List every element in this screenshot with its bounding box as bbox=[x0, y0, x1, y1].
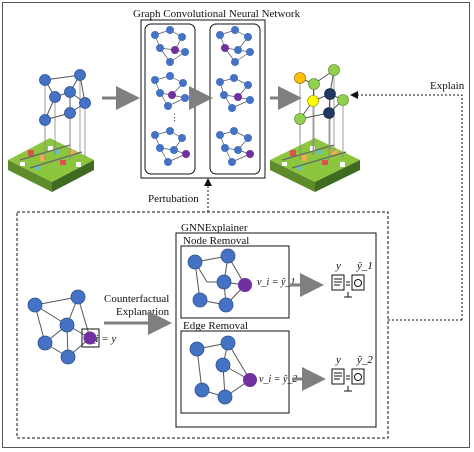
input-graph-bottom bbox=[27, 289, 100, 365]
figure-frame bbox=[2, 2, 470, 448]
compare-icon-2 bbox=[331, 368, 365, 392]
layer2-graph-2 bbox=[216, 74, 254, 112]
edge-removal-box bbox=[180, 330, 290, 414]
explainer-region bbox=[16, 211, 389, 439]
explain-label: Explain bbox=[430, 80, 465, 92]
node-removal-title: Node Removal bbox=[183, 235, 250, 247]
layer1-graph-1 bbox=[151, 26, 189, 66]
node-removal-node-label: v_i = ŷ_1 bbox=[257, 277, 296, 288]
layer1-graph-2 bbox=[151, 72, 189, 110]
layer2-graph-3 bbox=[216, 127, 254, 166]
output-graph-right bbox=[294, 64, 349, 125]
explain-connector bbox=[350, 91, 463, 320]
gcn-box bbox=[140, 19, 266, 179]
city-model-right bbox=[270, 138, 360, 192]
perturbation-label: Pertubation bbox=[148, 193, 199, 205]
edge-removal-title: Edge Removal bbox=[183, 320, 249, 332]
edge-removal-out-yhat: ŷ_2 bbox=[357, 354, 373, 366]
node-removal-out-y: y bbox=[336, 260, 341, 272]
gcn-title: Graph Convolutional Neural Network bbox=[133, 8, 301, 20]
layer2-graph-1 bbox=[216, 26, 254, 66]
layer1-ellipsis: ⋮ bbox=[170, 112, 179, 122]
compare-icon-1 bbox=[331, 274, 365, 298]
gnnexplainer-title: GNNExplainer bbox=[181, 222, 248, 234]
counterfactual-line1: Counterfactual bbox=[104, 293, 170, 305]
layer1-graph-3 bbox=[151, 127, 190, 166]
city-model-left bbox=[8, 138, 94, 192]
gnnexplainer-box bbox=[175, 232, 377, 428]
edge-removal-out-y: y bbox=[336, 354, 341, 366]
node-removal-out-yhat: ŷ_1 bbox=[357, 260, 373, 272]
edge-removal-graph bbox=[189, 335, 257, 405]
node-removal-graph bbox=[187, 248, 252, 313]
input-graph-left bbox=[39, 69, 91, 126]
edge-removal-node-label: v_i = ŷ_2 bbox=[259, 374, 298, 385]
node-removal-box bbox=[180, 245, 290, 319]
